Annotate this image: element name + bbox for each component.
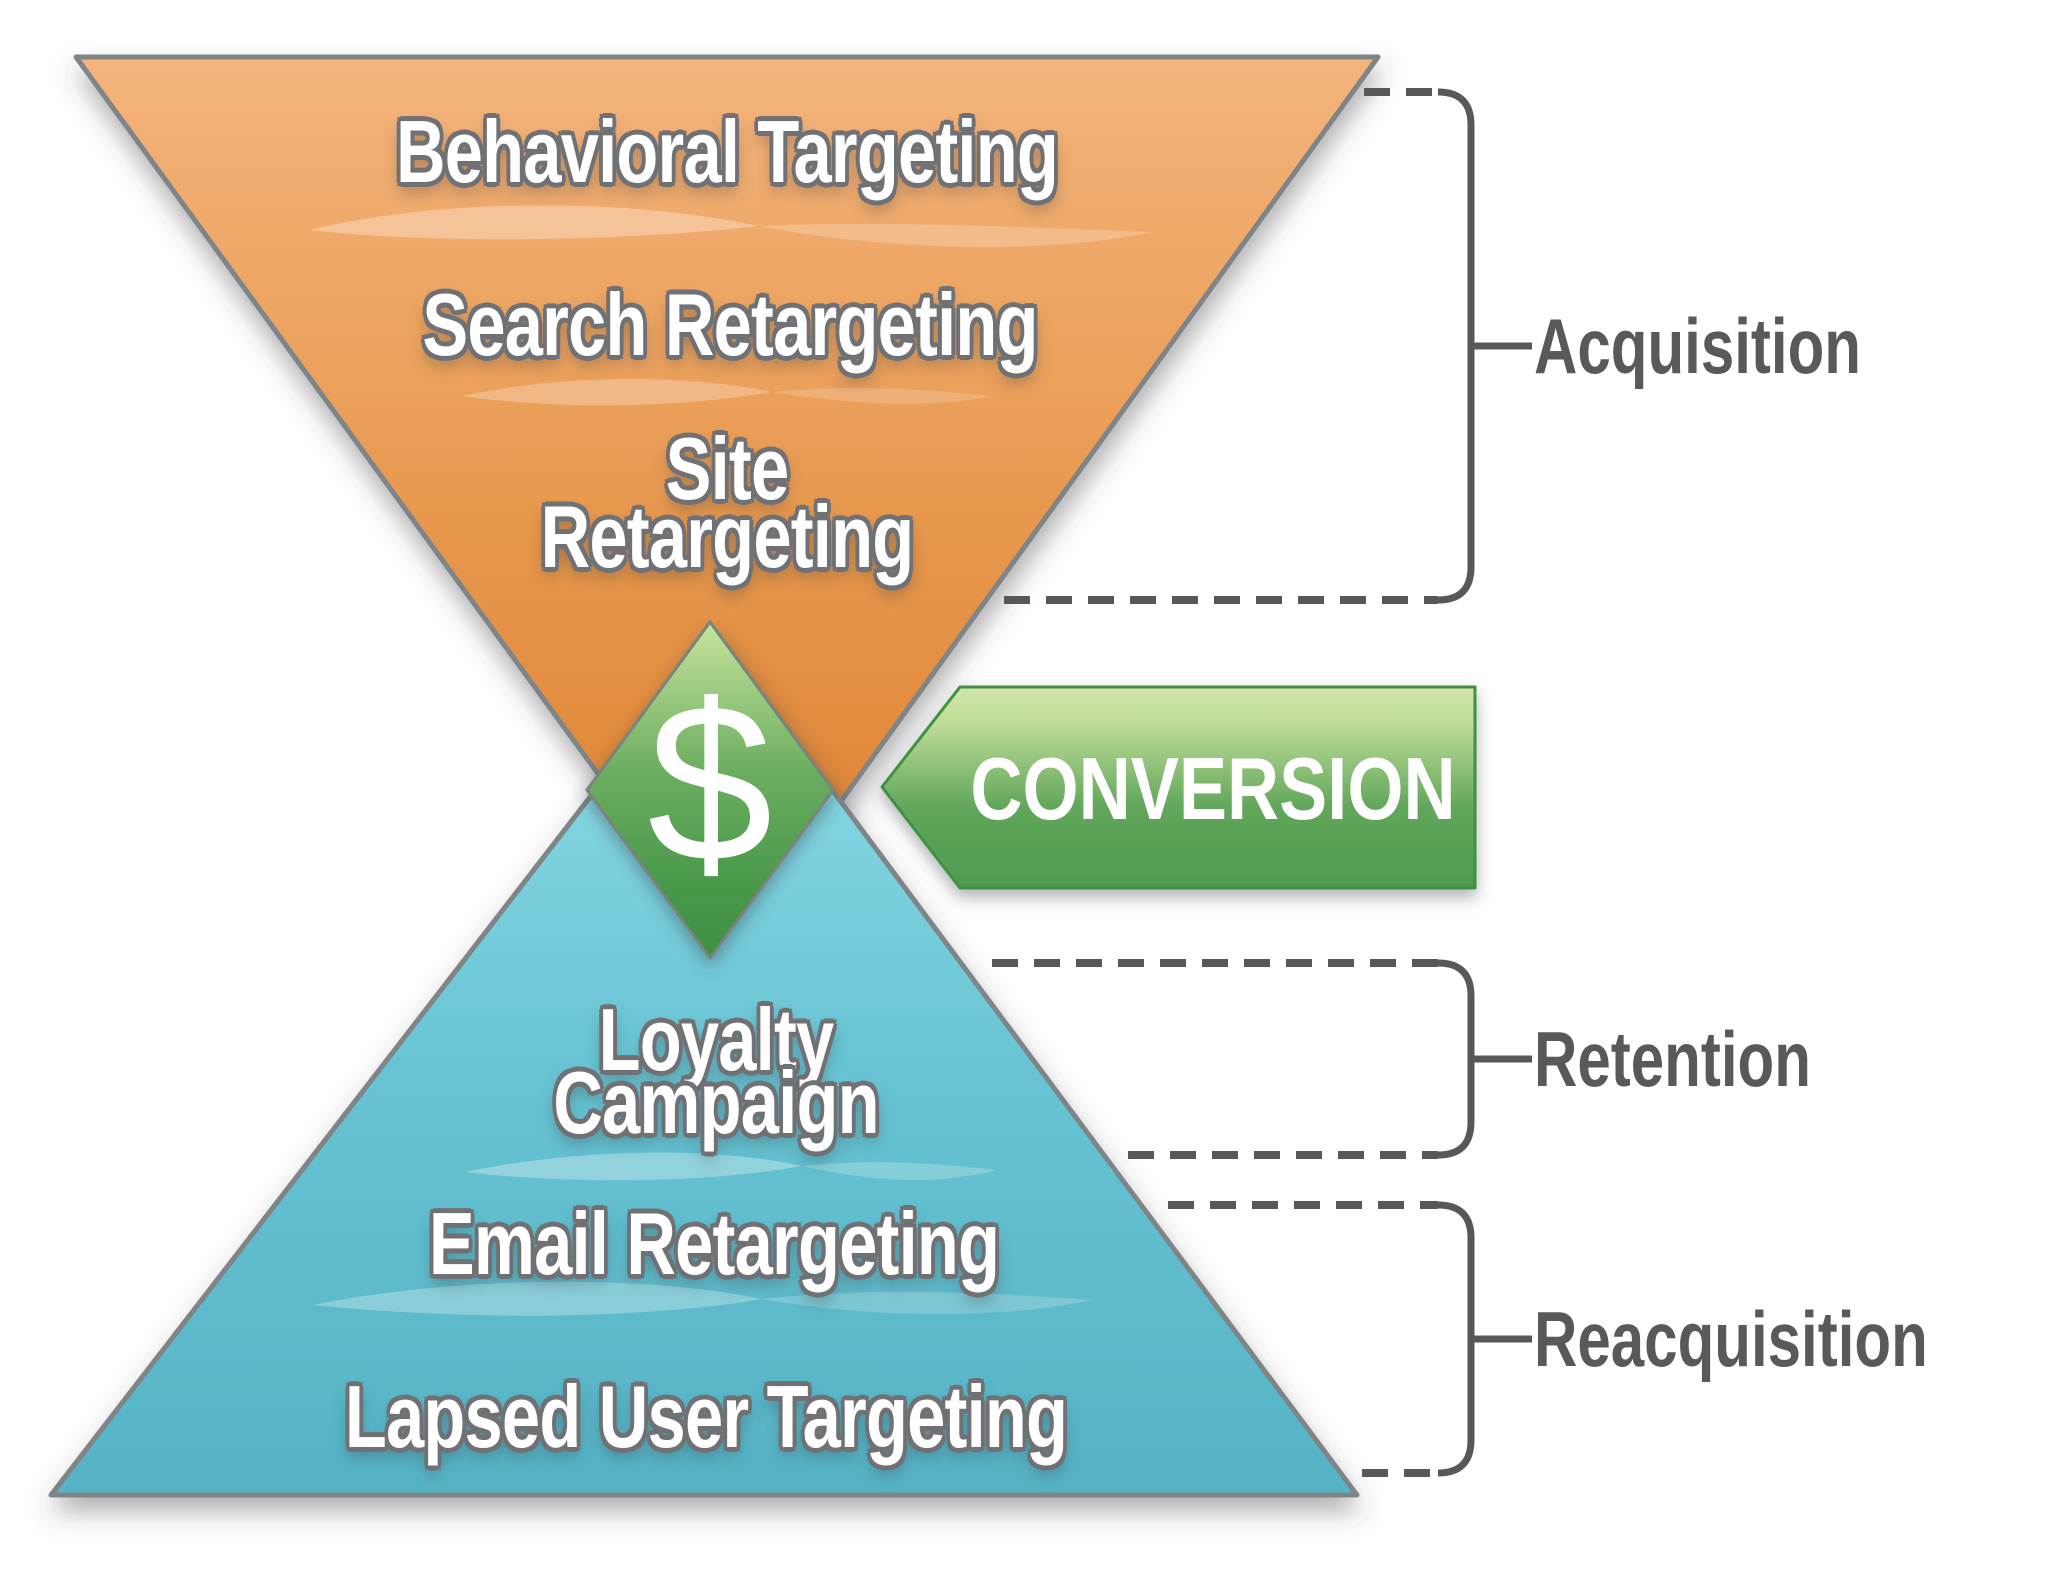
stage-label-acquisition: Acquisition — [1534, 302, 1861, 390]
swoosh-highlight — [312, 1281, 762, 1316]
conversion-banner-label: CONVERSION — [970, 739, 1456, 838]
bottom-funnel-triangle — [48, 631, 1360, 1498]
conversion-arrow — [880, 685, 1477, 890]
top-funnel-triangle — [73, 54, 1381, 958]
stage-label-reacquisition: Reacquisition — [1534, 1295, 1928, 1383]
top-funnel-label-behavioral-targeting: Behavioral Targeting — [395, 102, 1059, 201]
stage-label-retention: Retention — [1534, 1015, 1811, 1103]
top-funnel-highlight-swooshes — [310, 205, 1152, 406]
dollar-icon: $ — [647, 656, 773, 909]
bottom-funnel-label-email-retargeting: Email Retargeting — [428, 1194, 1000, 1293]
swoosh-highlight — [762, 1292, 1092, 1315]
bottom-funnel-label-loyalty-line2: Campaign — [553, 1053, 879, 1152]
conversion-diamond — [585, 619, 835, 961]
top-funnel-label-site-line1: Site — [665, 419, 790, 518]
acquisition-bracket — [1004, 88, 1532, 604]
bracket-curve — [1437, 88, 1475, 604]
retention-bracket — [992, 959, 1532, 1159]
bottom-funnel-label-loyalty-line1: Loyalty — [598, 990, 835, 1089]
swoosh-highlight — [772, 388, 992, 404]
top-funnel-label-search-retargeting: Search Retargeting — [422, 275, 1038, 374]
swoosh-highlight — [465, 1152, 802, 1181]
swoosh-highlight — [462, 378, 772, 406]
swoosh-highlight — [802, 1162, 997, 1181]
swoosh-highlight — [758, 223, 1152, 248]
bracket-curve — [1437, 959, 1475, 1159]
bottom-funnel-label-lapsed-user-targeting: Lapsed User Targeting — [344, 1367, 1068, 1466]
top-funnel-label-site-line2: Retargeting — [540, 487, 915, 586]
bottom-funnel-highlight-swooshes — [312, 1152, 1092, 1316]
bracket-curve — [1437, 1201, 1475, 1477]
swoosh-highlight — [310, 205, 758, 240]
reacquisition-bracket — [1168, 1201, 1532, 1477]
